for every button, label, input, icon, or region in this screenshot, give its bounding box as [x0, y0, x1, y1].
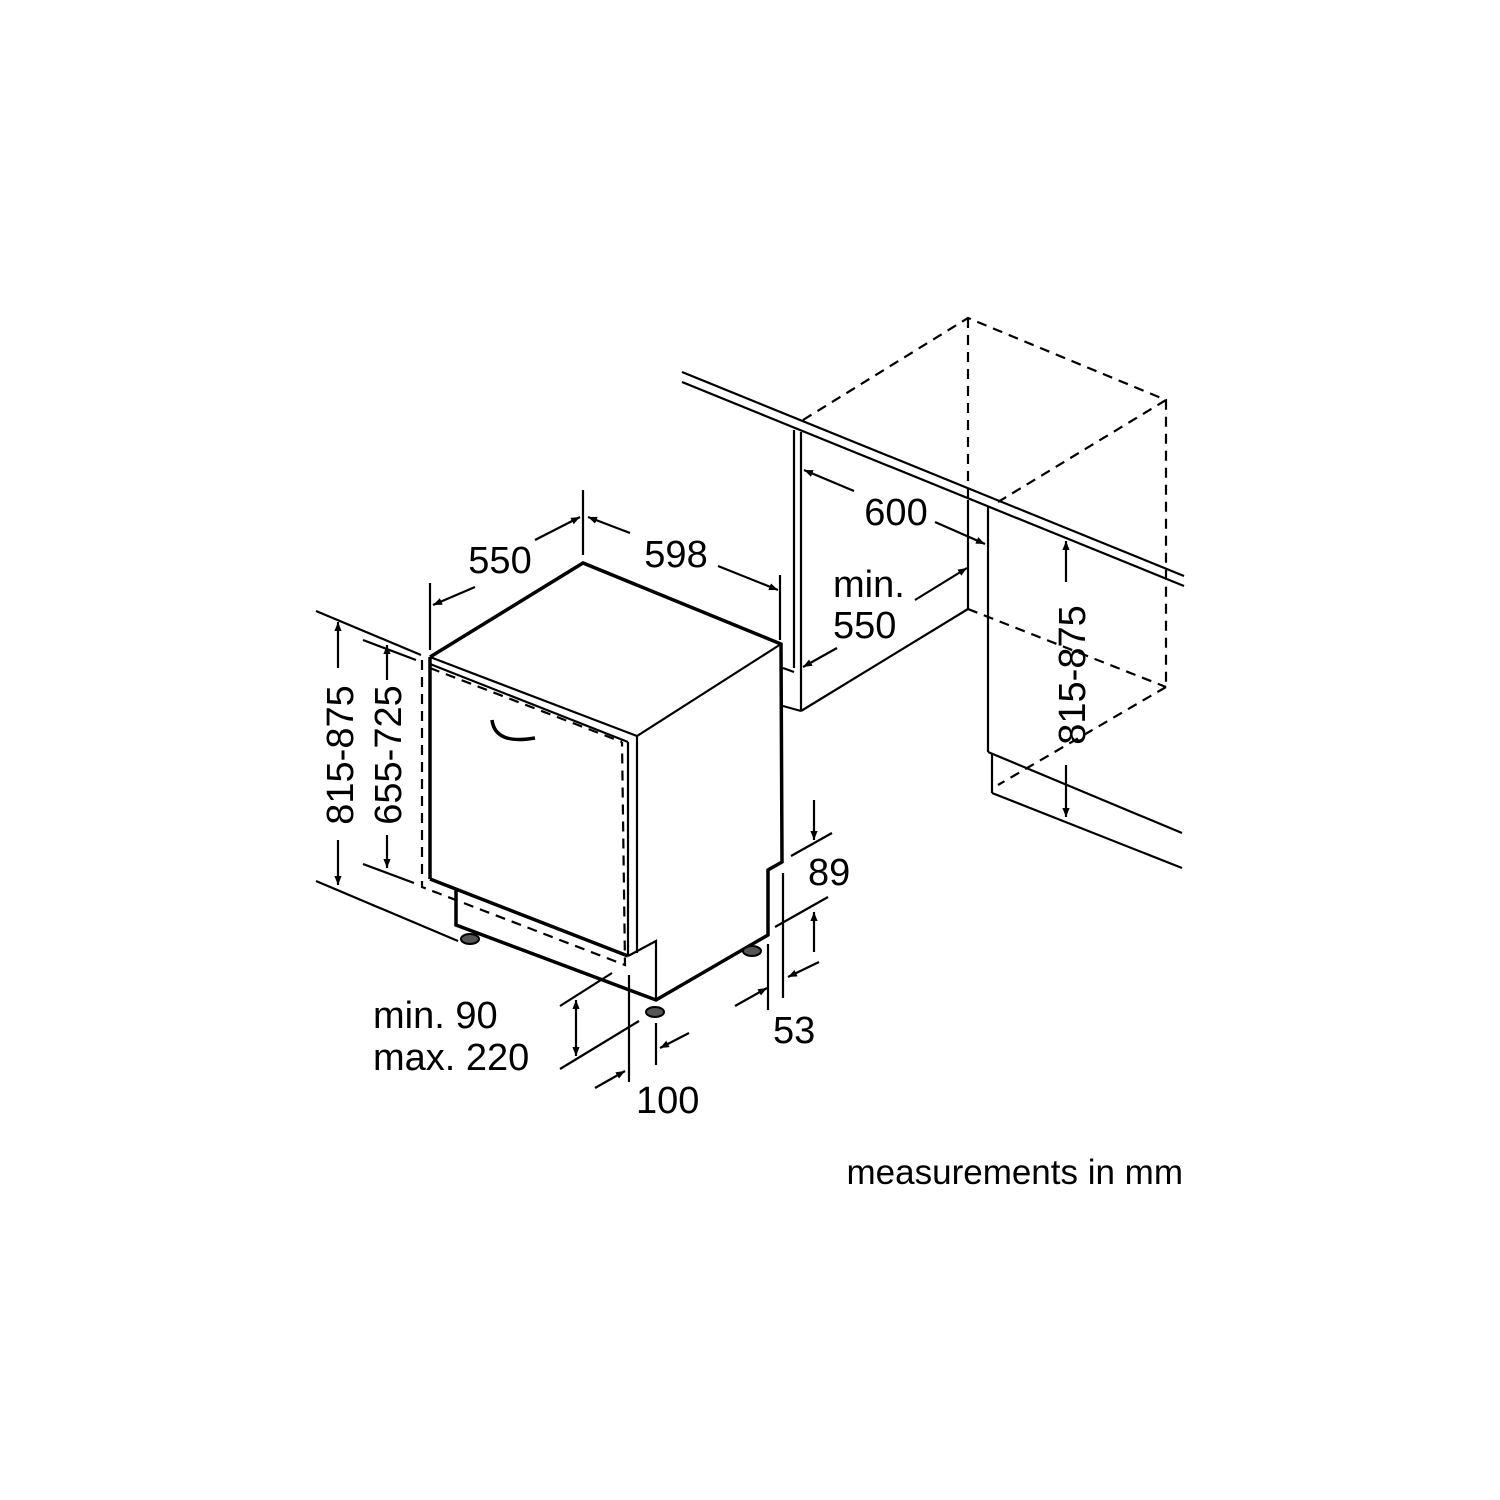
- dimension-lines: [315, 468, 1070, 1089]
- dim-53-label: 53: [773, 1010, 815, 1052]
- dim-89-label: 89: [808, 852, 850, 894]
- width-label: 598: [644, 534, 707, 576]
- niche-depth-label: 550: [833, 605, 896, 647]
- cabinet-niche: [681, 316, 1185, 870]
- door-handle: [490, 719, 536, 742]
- plinth-max-label: max. 220: [373, 1037, 529, 1079]
- plinth-min-label: min. 90: [373, 995, 498, 1037]
- niche-height-label: 815-875: [1052, 605, 1094, 744]
- adjustable-foot: [460, 933, 762, 1018]
- dim-100-label: 100: [636, 1080, 699, 1122]
- niche-depth-prefix: min.: [833, 564, 905, 606]
- depth-label: 550: [468, 540, 531, 582]
- appliance-height-label: 815-875: [320, 685, 362, 824]
- door-height-label: 655-725: [368, 685, 410, 824]
- dishwasher-body: [420, 561, 784, 1018]
- niche-width-label: 600: [864, 492, 927, 534]
- units-note: measurements in mm: [847, 1153, 1183, 1192]
